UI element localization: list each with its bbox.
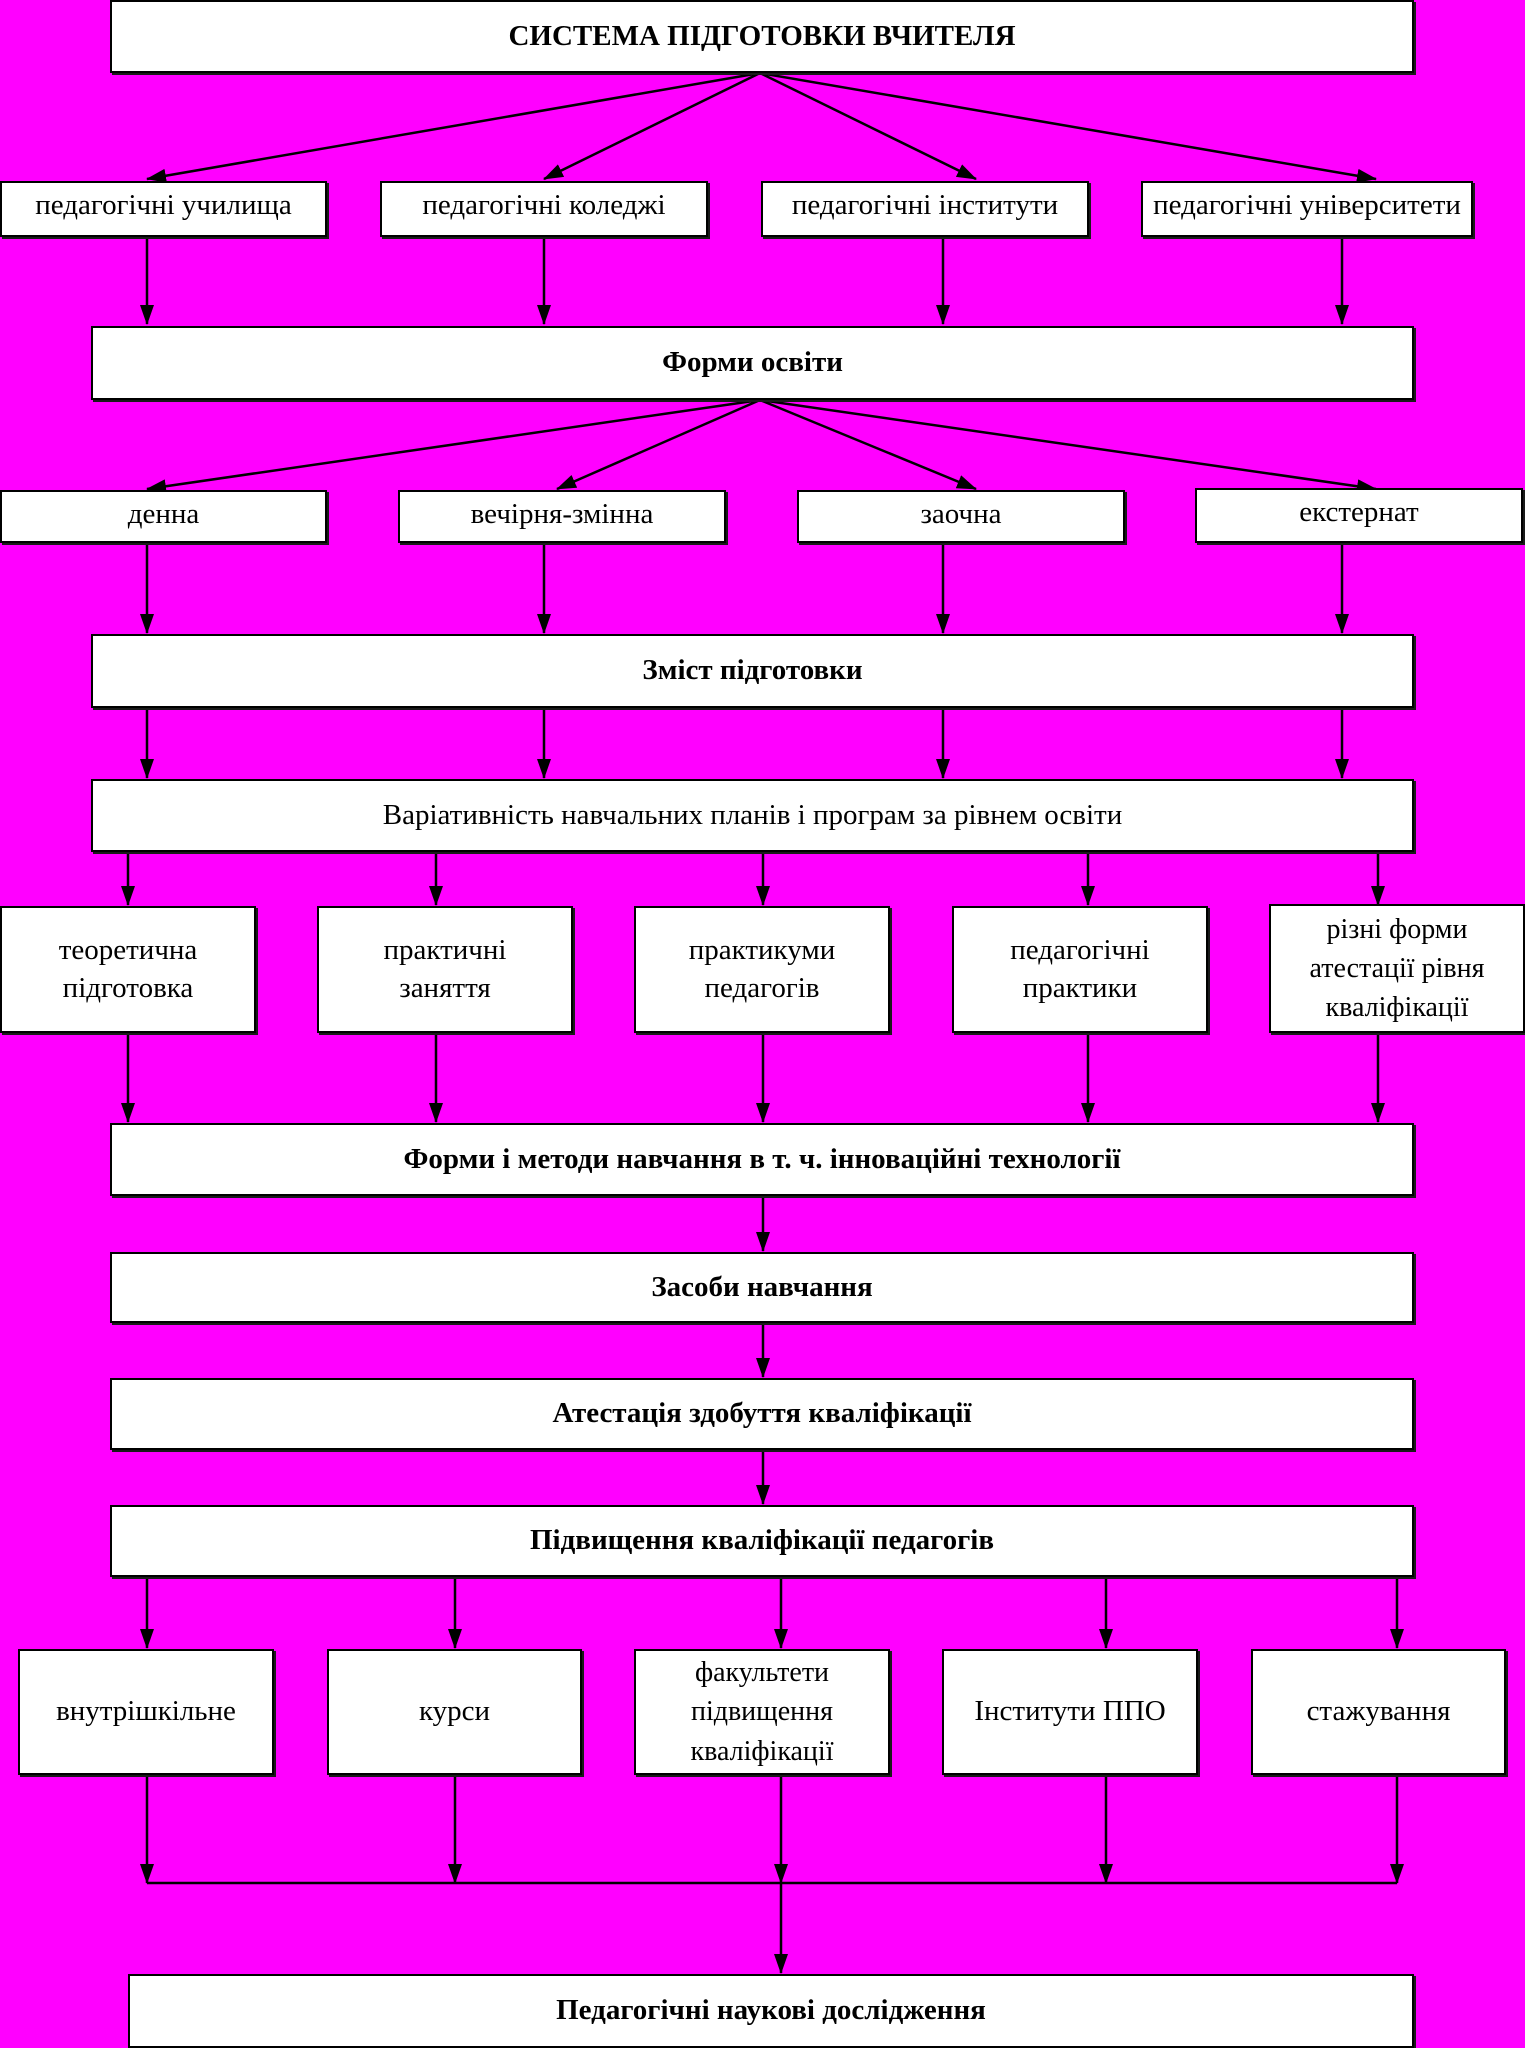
attestation-box: Атестація здобуття кваліфікації (110, 1378, 1414, 1450)
component-box-2: практичні заняття (317, 906, 573, 1033)
study-form-box-4: екстернат (1195, 488, 1523, 543)
component-line: підготовка (62, 971, 194, 1004)
component-box-5: різні форми атестації рівня кваліфікації (1269, 904, 1525, 1033)
study-form-label: заочна (920, 498, 1002, 530)
means-text: Засоби навчання (651, 1270, 873, 1303)
study-form-box-2: вечірня-змінна (398, 490, 726, 543)
institution-label: педагогічні університети (1153, 189, 1461, 221)
study-form-box-1: денна (0, 490, 327, 543)
arrow-title-to-universytety (759, 71, 1377, 183)
component-box-3: практикуми педагогів (634, 906, 890, 1033)
component-line: теоретична (58, 933, 198, 966)
methods-text: Форми і методи навчання в т. ч. інноваці… (403, 1142, 1121, 1175)
institution-box-3: педагогічні інститути (761, 181, 1089, 237)
institution-label: педагогічні коледжі (422, 189, 666, 221)
component-box-4: педагогічні практики (952, 906, 1208, 1033)
study-form-label: денна (127, 498, 200, 530)
upgrade-form-box-2: курси (327, 1649, 582, 1775)
component-line: заняття (399, 971, 491, 1004)
upgrade-form-line: курси (418, 1695, 491, 1728)
upgrade-form-line: кваліфікації (690, 1735, 834, 1767)
qualification-upgrade-text: Підвищення кваліфікації педагогів (530, 1524, 994, 1557)
variability-text: Варіативність навчальних планів і програ… (382, 798, 1123, 831)
research-text: Педагогічні наукові дослідження (556, 1994, 986, 2027)
upgrade-form-line: стажування (1306, 1695, 1451, 1728)
qualification-upgrade-box: Підвищення кваліфікації педагогів (110, 1505, 1414, 1577)
study-form-label: вечірня-змінна (470, 498, 654, 530)
institution-label: педагогічні училища (35, 189, 292, 221)
upgrade-form-line: Інститути ППО (974, 1695, 1166, 1728)
upgrade-form-box-1: внутрішкільне (18, 1649, 274, 1775)
institution-box-1: педагогічні училища (0, 181, 327, 237)
research-box: Педагогічні наукові дослідження (128, 1974, 1414, 2048)
diagram-title: СИСТЕМА ПІДГОТОВКИ ВЧИТЕЛЯ (508, 19, 1016, 52)
upgrade-form-box-3: факультети підвищення кваліфікації (634, 1649, 890, 1775)
arrow-forms-to-vechirnia (556, 398, 761, 491)
arrow-forms-to-denna (146, 398, 761, 494)
arrow-title-to-instytuty (759, 71, 977, 181)
component-line: практичні (383, 933, 507, 966)
component-box-1: теоретична підготовка (0, 906, 256, 1033)
study-form-label: екстернат (1299, 496, 1419, 528)
upgrade-form-box-4: Інститути ППО (942, 1649, 1198, 1775)
variability-box: Варіативність навчальних планів і програ… (91, 779, 1414, 852)
title-box: СИСТЕМА ПІДГОТОВКИ ВЧИТЕЛЯ (110, 0, 1414, 73)
component-line: педагогів (704, 971, 820, 1004)
component-line: різні форми (1326, 913, 1468, 945)
institution-label: педагогічні інститути (791, 189, 1059, 221)
content-heading: Зміст підготовки (642, 654, 863, 687)
upgrade-form-line: підвищення (690, 1696, 834, 1728)
institution-box-4: педагогічні університети (1141, 181, 1473, 237)
component-line: педагогічні (1010, 933, 1150, 966)
attestation-text: Атестація здобуття кваліфікації (552, 1397, 972, 1430)
study-form-box-3: заочна (797, 490, 1125, 543)
arrow-title-to-koledzhi (543, 71, 761, 181)
upgrade-form-line: внутрішкільне (56, 1695, 236, 1728)
methods-box: Форми і методи навчання в т. ч. інноваці… (110, 1123, 1414, 1196)
means-box: Засоби навчання (110, 1252, 1414, 1323)
component-line: практикуми (688, 933, 836, 966)
content-box: Зміст підготовки (91, 634, 1414, 708)
forms-heading: Форми освіти (662, 346, 843, 379)
arrow-forms-to-eksternat (759, 398, 1377, 494)
institution-box-2: педагогічні коледжі (380, 181, 708, 237)
component-line: атестації рівня (1309, 952, 1485, 984)
arrow-forms-to-zaochna (759, 398, 977, 491)
upgrade-form-box-5: стажування (1251, 1649, 1506, 1775)
forms-of-education-box: Форми освіти (91, 326, 1414, 400)
component-line: кваліфікації (1325, 992, 1469, 1024)
arrow-title-to-uchylyshcha (146, 71, 761, 183)
component-line: практики (1022, 971, 1138, 1004)
upgrade-form-line: факультети (694, 1657, 830, 1689)
